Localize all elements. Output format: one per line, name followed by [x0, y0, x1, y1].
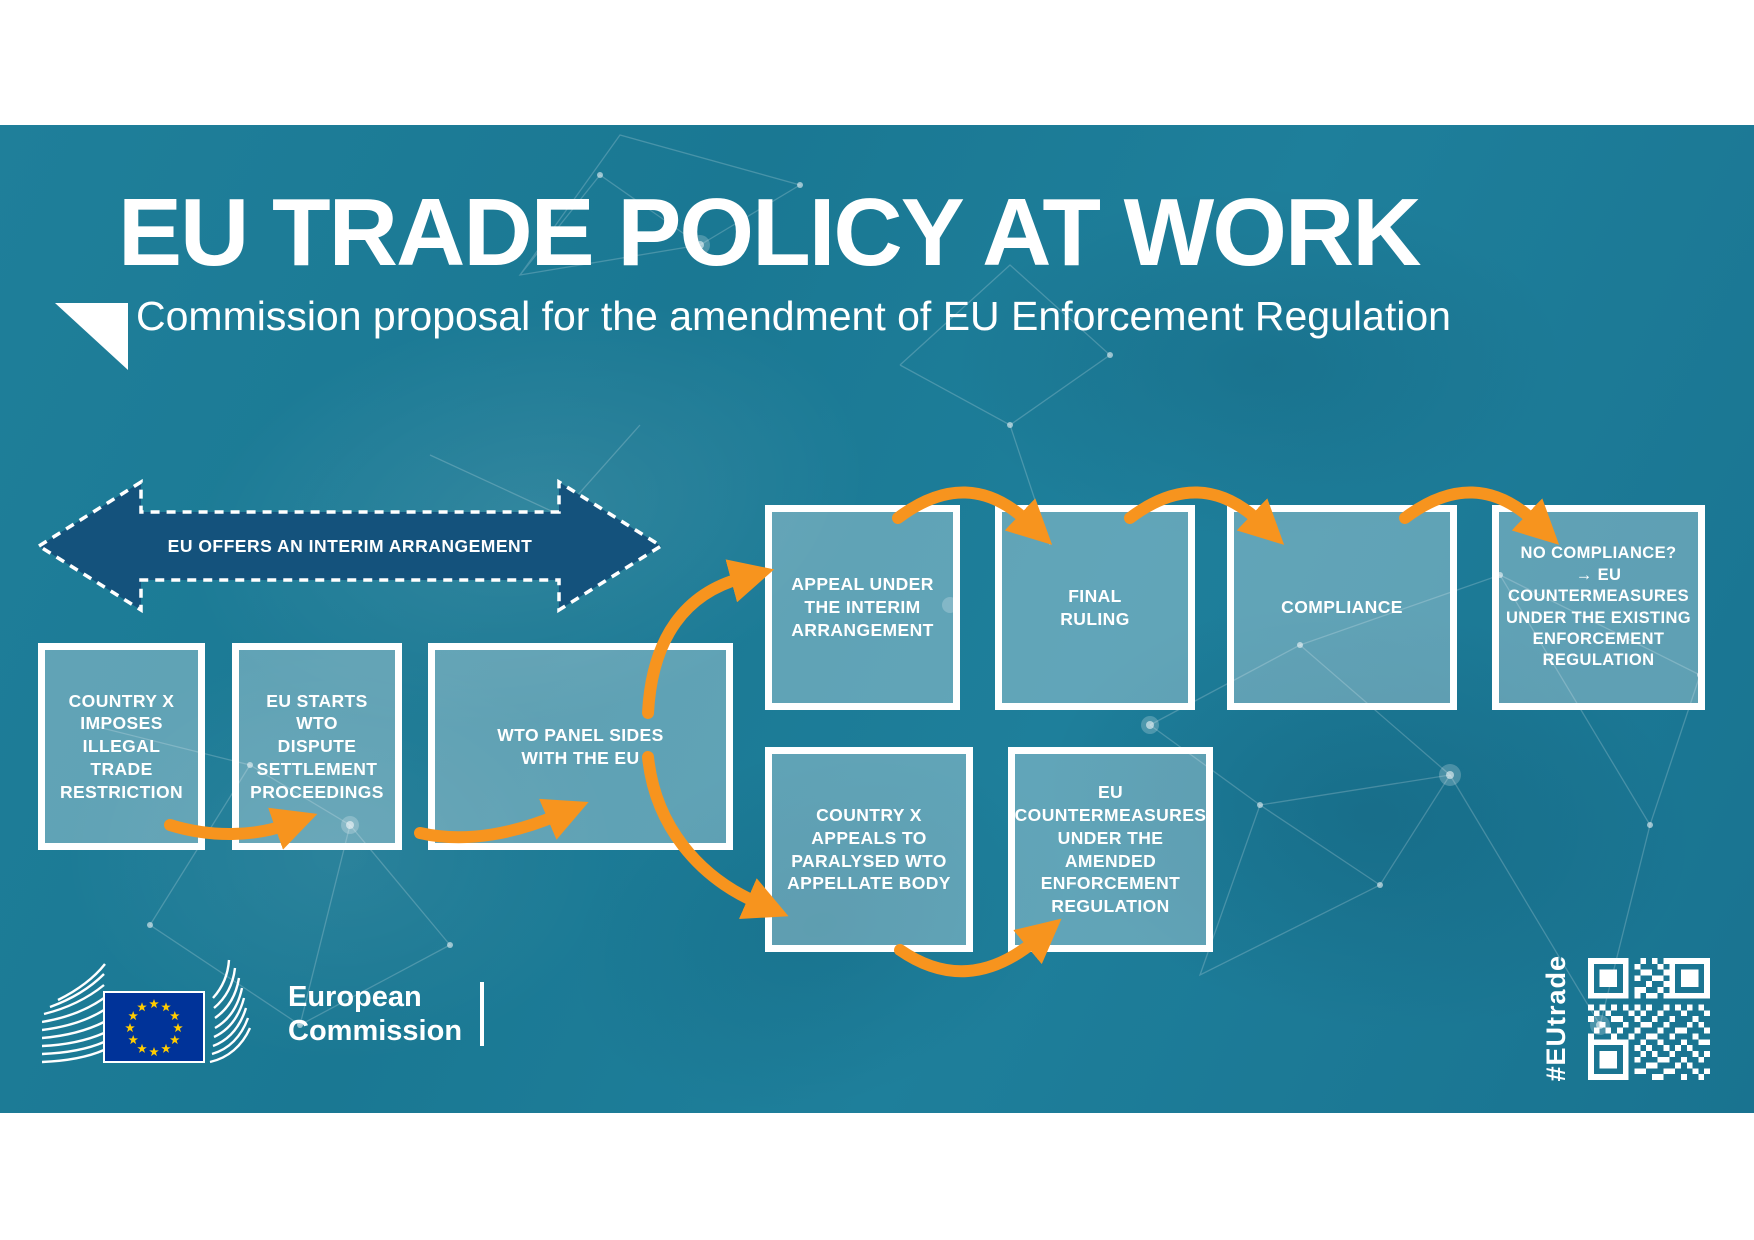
- ec-logo-line1: European: [288, 980, 422, 1013]
- flow-box-compliance: COMPLIANCE: [1227, 505, 1457, 710]
- ec-logo-divider: [480, 982, 485, 1046]
- flow-box-label: EU STARTS WTO DISPUTE SETTLEMENT PROCEED…: [250, 690, 384, 802]
- flow-box-no-compliance: NO COMPLIANCE? → EU COUNTERMEASURES UNDE…: [1492, 505, 1705, 710]
- ec-logo-wordmark: European Commission: [288, 980, 462, 1048]
- ec-logo-line2: Commission: [288, 1015, 463, 1047]
- flow-box-country-x-appeals: COUNTRY X APPEALS TO PARALYSED WTO APPEL…: [765, 747, 973, 952]
- flow-box-eu-starts-wto: EU STARTS WTO DISPUTE SETTLEMENT PROCEED…: [232, 643, 402, 850]
- flow-box-label: FINAL RULING: [1060, 585, 1130, 629]
- double-arrow-shape: [35, 478, 665, 614]
- hashtag-label: #EUtrade: [1541, 954, 1572, 1082]
- qr-code-icon: [1588, 958, 1710, 1080]
- flow-box-eu-countermeasures-amended: EU COUNTERMEASURES UNDER THE AMENDED ENF…: [1008, 747, 1213, 952]
- flow-box-label: COUNTRY X IMPOSES ILLEGAL TRADE RESTRICT…: [59, 690, 183, 802]
- page-title: EU TRADE POLICY AT WORK: [118, 179, 1422, 286]
- flow-box-label: APPEAL UNDER THE INTERIM ARRANGEMENT: [791, 574, 934, 640]
- flow-box-wto-panel-sides: WTO PANEL SIDES WITH THE EU: [428, 643, 733, 850]
- flow-box-label: COUNTRY X APPEALS TO PARALYSED WTO APPEL…: [787, 805, 951, 894]
- flow-box-label: NO COMPLIANCE? → EU COUNTERMEASURES UNDE…: [1505, 544, 1692, 670]
- flow-box-final-ruling: FINAL RULING: [995, 505, 1195, 710]
- flow-box-country-x-restriction: COUNTRY X IMPOSES ILLEGAL TRADE RESTRICT…: [38, 643, 205, 850]
- poster-canvas: EU TRADE POLICY AT WORK Commission propo…: [0, 125, 1754, 1113]
- hashtag-text: #EUtrade: [1541, 954, 1571, 1082]
- flow-box-label: EU COUNTERMEASURES UNDER THE AMENDED ENF…: [1014, 782, 1207, 916]
- corner-triangle-icon: [55, 303, 128, 370]
- flow-box-label: WTO PANEL SIDES WITH THE EU: [497, 724, 664, 768]
- banner-label: EU OFFERS AN INTERIM ARRANGEMENT: [168, 536, 533, 556]
- european-commission-logo: European Commission: [42, 958, 485, 1070]
- interim-arrangement-banner: EU OFFERS AN INTERIM ARRANGEMENT: [35, 478, 665, 614]
- page-subtitle: Commission proposal for the amendment of…: [136, 293, 1451, 339]
- flow-box-label: COMPLIANCE: [1281, 597, 1403, 618]
- flow-box-appeal-interim: APPEAL UNDER THE INTERIM ARRANGEMENT: [765, 505, 960, 710]
- ec-flag-swoosh-icon: [42, 959, 252, 1064]
